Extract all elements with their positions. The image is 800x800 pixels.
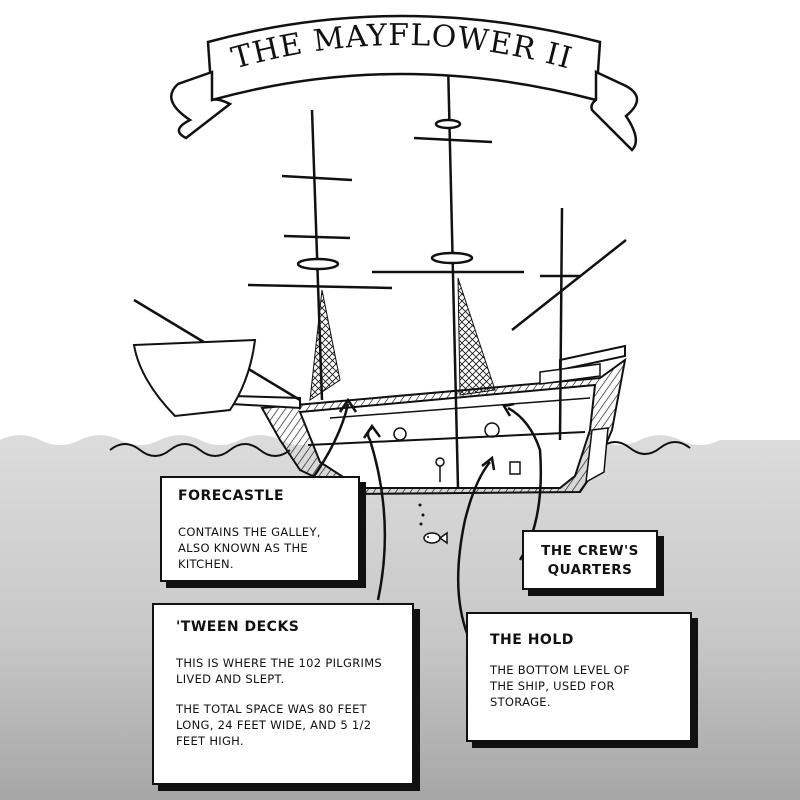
label-hold: THE HOLD THE BOTTOM LEVEL OF THE SHIP, U… (466, 612, 692, 742)
arrow-forecastle-head (338, 397, 358, 413)
forecastle-body: CONTAINS THE GALLEY, ALSO KNOWN AS THE K… (178, 525, 321, 571)
ship-hull (231, 344, 627, 496)
arrow-crew-head (502, 402, 515, 417)
hold-heading: THE HOLD (490, 632, 574, 648)
rigging-net (309, 277, 496, 402)
spritsail (132, 338, 257, 418)
label-tween-decks: 'TWEEN DECKS THIS IS WHERE THE 102 PILGR… (152, 603, 414, 785)
arrow-hold-head (481, 455, 496, 471)
tween-decks-body-1: THIS IS WHERE THE 102 PILGRIMS LIVED AND… (176, 656, 383, 686)
tween-decks-heading: 'TWEEN DECKS (176, 619, 300, 635)
forecastle-heading: FORECASTLE (178, 488, 285, 504)
fish-icon (418, 503, 448, 545)
arrow-tween-decks-head (362, 423, 382, 439)
label-forecastle: FORECASTLE CONTAINS THE GALLEY, ALSO KNO… (160, 476, 360, 582)
arrow-forecastle (308, 403, 350, 483)
hold-body: THE BOTTOM LEVEL OF THE SHIP, USED FOR S… (490, 663, 631, 709)
arrow-hold (456, 461, 491, 637)
title-banner: THE MAYFLOWER II (170, 14, 639, 152)
crew-quarters-heading: THE CREW'S QUARTERS (541, 543, 639, 578)
tween-decks-body-2: THE TOTAL SPACE WAS 80 FEET LONG, 24 FEE… (176, 702, 372, 748)
label-crew-quarters: THE CREW'S QUARTERS (522, 530, 658, 590)
